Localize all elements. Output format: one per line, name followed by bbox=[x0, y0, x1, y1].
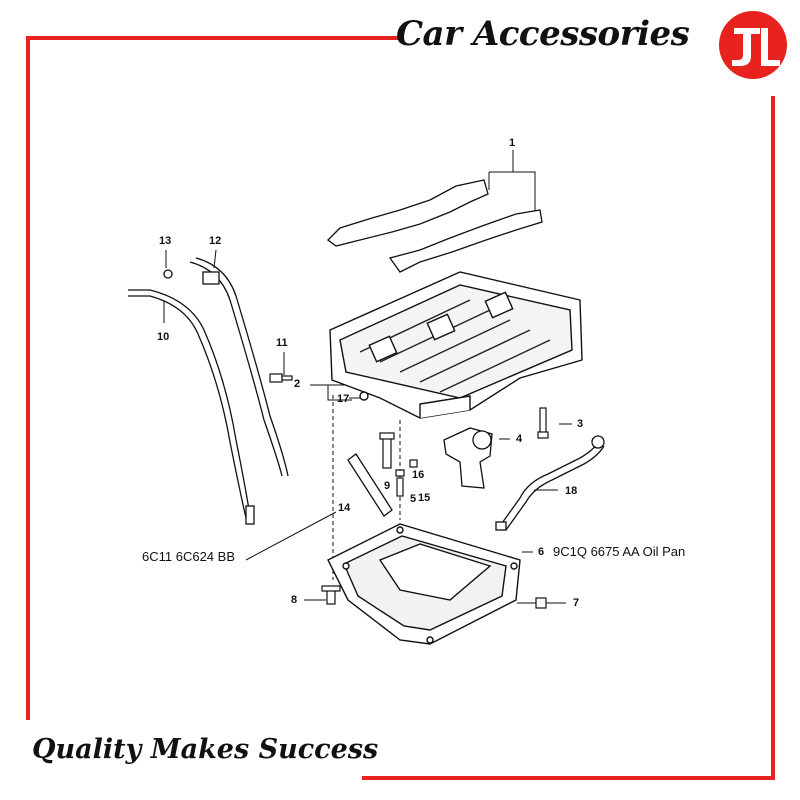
lower-crankcase bbox=[329, 271, 583, 419]
callout-9: 9 bbox=[384, 480, 391, 492]
callout-2: 2 bbox=[294, 378, 301, 390]
callout-6: 6 bbox=[538, 546, 545, 558]
gasket bbox=[327, 179, 543, 273]
oil-pickup bbox=[347, 453, 393, 517]
callout-4: 4 bbox=[516, 433, 523, 445]
oil-pan-part-number: 9C1Q 6675 AA Oil Pan bbox=[553, 544, 686, 559]
callout-15: 15 bbox=[418, 492, 431, 504]
callout-17: 17 bbox=[337, 393, 350, 405]
callout-10: 10 bbox=[157, 331, 170, 343]
dipstick-part-number: 6C11 6C624 BB bbox=[142, 549, 235, 564]
callout-8: 8 bbox=[291, 594, 298, 606]
callout-18: 18 bbox=[565, 485, 578, 497]
callout-11: 11 bbox=[276, 337, 288, 349]
brand-title: Car Accessories bbox=[396, 14, 690, 54]
callout-7: 7 bbox=[573, 597, 580, 609]
oil-pump bbox=[443, 427, 493, 489]
brand-logo bbox=[719, 11, 787, 79]
callout-1: 1 bbox=[509, 137, 516, 149]
callout-3: 3 bbox=[577, 418, 584, 430]
leader-lines bbox=[163, 150, 572, 604]
oil-pan bbox=[327, 523, 521, 645]
callout-16: 16 bbox=[412, 469, 425, 481]
oil-pipe bbox=[495, 435, 605, 531]
slogan: Quality Makes Success bbox=[32, 734, 379, 765]
callout-5: 5 bbox=[410, 493, 417, 505]
callout-14: 14 bbox=[338, 502, 351, 514]
dipstick-assembly bbox=[128, 257, 289, 525]
callout-12: 12 bbox=[209, 235, 222, 247]
callout-13: 13 bbox=[159, 235, 172, 247]
bolts bbox=[269, 373, 549, 609]
red-frame bbox=[26, 36, 775, 780]
